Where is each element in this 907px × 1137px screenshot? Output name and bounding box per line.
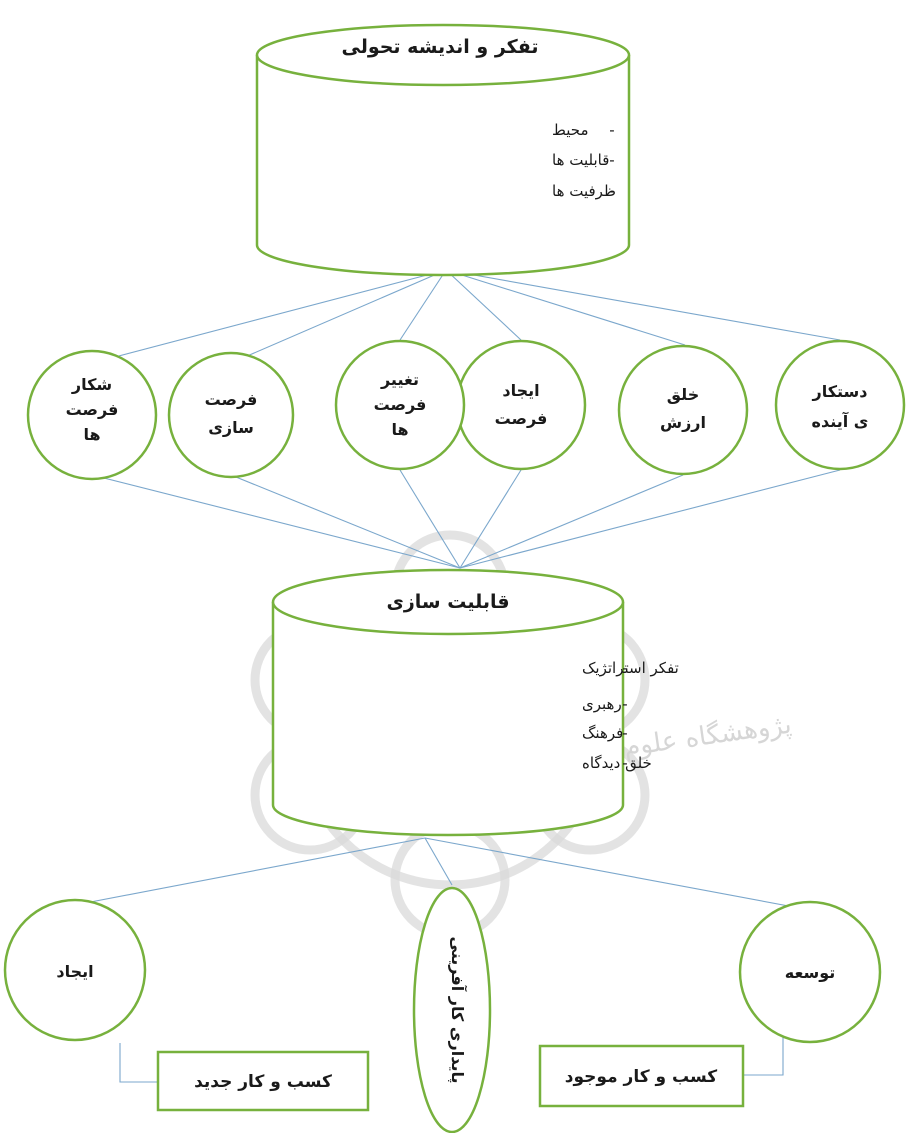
middle-item-vision-creation: خلق دیدگاه bbox=[582, 754, 652, 772]
circle-development: توسعه bbox=[738, 900, 882, 1044]
middle-cylinder-title: قابلیت سازی bbox=[386, 591, 509, 613]
circle-line: فرصت bbox=[205, 390, 258, 409]
circle-line: تغییر bbox=[380, 370, 419, 389]
circle-value-creation: خلق ارزش bbox=[617, 344, 749, 476]
circle-line: ها bbox=[391, 420, 408, 439]
bullet-dash: - bbox=[622, 724, 627, 742]
circle-creation: ایجاد bbox=[3, 898, 147, 1042]
connector-elbow-right bbox=[743, 1035, 784, 1076]
connectors-middle bbox=[91, 469, 841, 569]
circle-line: فرصت bbox=[66, 400, 119, 419]
circle-opportunity-making: فرصت سازی bbox=[167, 351, 295, 479]
circle-development-label: توسعه bbox=[785, 963, 836, 982]
middle-cylinder: قابلیت سازی - تفکر استراتژیک - رهبری - ف… bbox=[271, 568, 679, 837]
middle-item-strategic-thinking: تفکر استراتژیک bbox=[582, 659, 679, 677]
top-cylinder-title: تفکر و اندیشه تحولی bbox=[341, 36, 538, 58]
box-new-business: کسب و کار جدید bbox=[156, 1050, 370, 1112]
top-item-capabilities: قابلیت ها bbox=[552, 151, 609, 169]
connector-line bbox=[445, 269, 841, 341]
bullet-dash: - bbox=[609, 151, 614, 169]
circle-opportunity-creation: ایجاد فرصت bbox=[455, 339, 587, 471]
top-cylinder: تفکر و اندیشه تحولی - محیط - قابلیت ها -… bbox=[255, 23, 631, 277]
middle-item-culture: فرهنگ bbox=[582, 724, 623, 742]
bullet-dash: - bbox=[609, 121, 614, 139]
box-new-business-label: کسب و کار جدید bbox=[194, 1072, 332, 1092]
connector-line bbox=[424, 837, 453, 886]
connector-line bbox=[445, 269, 686, 346]
circle-line: ایجاد bbox=[502, 381, 539, 400]
bullet-dash: - bbox=[622, 695, 627, 713]
top-item-capacities: ظرفیت ها bbox=[552, 182, 616, 200]
circle-line: سازی bbox=[208, 418, 254, 437]
circle-future-manipulation: دستکار ی آینده bbox=[774, 339, 906, 471]
box-existing-business: کسب و کار موجود bbox=[538, 1044, 745, 1108]
bullet-dash: - bbox=[609, 182, 614, 200]
circle-line: فرصت bbox=[374, 395, 427, 414]
connector-line bbox=[459, 469, 522, 569]
circle-line: ارزش bbox=[660, 413, 706, 432]
connector-line bbox=[424, 837, 811, 911]
connector-line bbox=[74, 837, 426, 906]
connectors-top bbox=[91, 269, 841, 364]
connector-line bbox=[399, 269, 447, 341]
connectors-bottom bbox=[74, 837, 811, 911]
connector-line bbox=[91, 474, 461, 569]
ellipse-sustainability: پایداری کار آفرینی bbox=[412, 886, 492, 1134]
connector-line bbox=[459, 469, 841, 569]
connector-line bbox=[445, 269, 522, 341]
connector-line bbox=[230, 474, 461, 569]
circle-line: خلق bbox=[667, 385, 699, 404]
connector-line bbox=[230, 269, 447, 364]
connector-elbow-left bbox=[119, 1043, 158, 1083]
middle-item-leadership: رهبری bbox=[582, 695, 622, 713]
bullet-dash: - bbox=[622, 659, 627, 677]
bullet-dash: - bbox=[622, 754, 627, 772]
circle-opportunity-hunting: شکار فرصت ها bbox=[26, 349, 158, 481]
circle-opportunity-change: تغییر فرصت ها bbox=[334, 339, 466, 471]
ellipse-sustainability-label: پایداری کار آفرینی bbox=[447, 937, 468, 1084]
connector-line bbox=[399, 469, 461, 569]
circle-line: فرصت bbox=[495, 409, 548, 428]
circle-creation-label: ایجاد bbox=[56, 962, 93, 981]
circle-line: دستکار bbox=[812, 382, 868, 401]
circle-line: ها bbox=[83, 425, 100, 444]
top-item-environment: محیط bbox=[552, 121, 588, 139]
circle-line: شکار bbox=[71, 375, 112, 394]
circle-line: ی آینده bbox=[812, 411, 869, 431]
box-existing-business-label: کسب و کار موجود bbox=[565, 1067, 717, 1087]
connector-line bbox=[459, 474, 684, 569]
connector-line bbox=[91, 269, 447, 364]
